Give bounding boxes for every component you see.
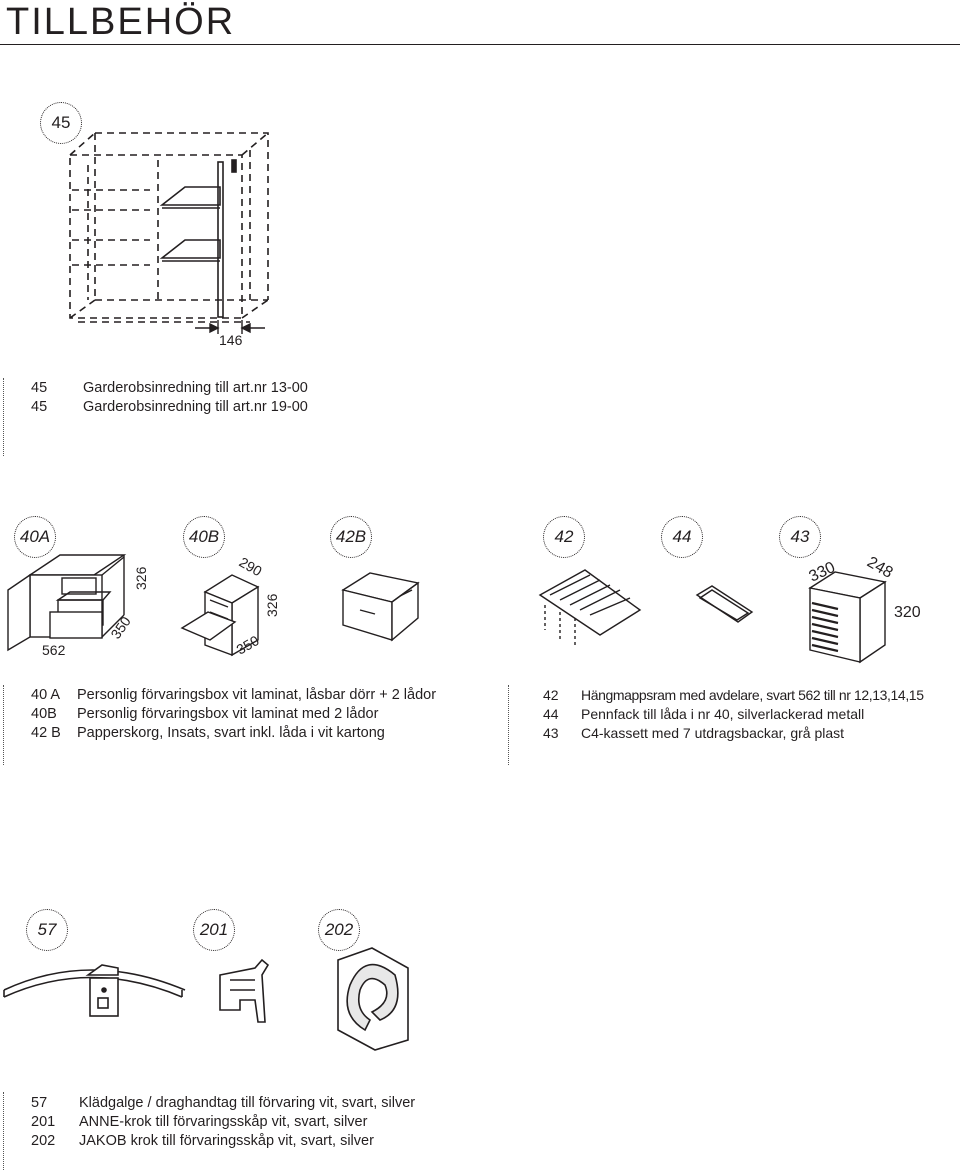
item-text: Pennfack till låda i nr 40, silverlacker… (581, 706, 865, 722)
dim-b-height: 326 (264, 593, 280, 617)
item-text: JAKOB krok till förvaringsskåp vit, svar… (79, 1133, 374, 1149)
item-code: 202 (31, 1133, 56, 1149)
item-text: C4-kassett med 7 utdragsbackar, grå plas… (581, 725, 845, 741)
item-code: 43 (543, 725, 559, 741)
badge-44: 44 (661, 516, 703, 558)
section3-divider (3, 1092, 4, 1170)
section2-right-description: 42 Hängmappsram med avdelare, svart 562 … (543, 686, 924, 743)
page-title: TILLBEHÖR (6, 1, 236, 43)
section2-left-divider (3, 685, 4, 765)
description-row: 42 B Papperskorg, Insats, svart inkl. lå… (31, 724, 436, 743)
item-text: Garderobsinredning till art.nr 13-00 (83, 380, 308, 396)
description-row: 201 ANNE-krok till förvaringsskåp vit, s… (31, 1113, 415, 1132)
item-text: Hängmappsram med avdelare, svart 562 til… (581, 687, 924, 703)
description-row: 57 Klädgalge / draghandtag till förvarin… (31, 1094, 415, 1113)
item-code: 42 (543, 687, 559, 703)
item-text: Personlig förvaringsbox vit laminat, lås… (77, 687, 437, 703)
badge-42b: 42B (330, 516, 372, 558)
item-text: Personlig förvaringsbox vit laminat med … (77, 706, 379, 722)
section2-right-divider (508, 685, 509, 765)
section3-description: 57 Klädgalge / draghandtag till förvarin… (31, 1094, 415, 1151)
dim-c-height: 320 (894, 604, 921, 621)
hook-drawings-row (3, 947, 409, 1051)
description-row: 40B Personlig förvaringsbox vit laminat … (31, 705, 436, 724)
description-row: 44 Pennfack till låda i nr 40, silverlac… (543, 705, 924, 724)
description-row: 40 A Personlig förvaringsbox vit laminat… (31, 686, 436, 705)
item-code: 44 (543, 706, 559, 722)
badge-40a: 40A (14, 516, 56, 558)
item-code: 42 B (31, 725, 61, 741)
badge-202: 202 (318, 909, 360, 951)
section1-divider (3, 378, 4, 456)
item-code: 40B (31, 706, 57, 722)
description-row: 45 Garderobsinredning till art.nr 13-00 (31, 379, 308, 398)
title-divider (0, 44, 960, 45)
item-code: 45 (31, 399, 48, 415)
description-row: 45 Garderobsinredning till art.nr 19-00 (31, 398, 308, 417)
badge-201: 201 (193, 909, 235, 951)
description-row: 202 JAKOB krok till förvaringsskåp vit, … (31, 1132, 415, 1151)
section1-description: 45 Garderobsinredning till art.nr 13-00 … (31, 379, 308, 417)
dim-a-height: 326 (133, 566, 149, 590)
item-text: Papperskorg, Insats, svart inkl. låda i … (77, 725, 385, 741)
badge-42: 42 (543, 516, 585, 558)
item-code: 45 (31, 380, 48, 396)
item-code: 40 A (31, 687, 61, 703)
badge-40b: 40B (183, 516, 225, 558)
section2-left-description: 40 A Personlig förvaringsbox vit laminat… (31, 686, 436, 743)
item-text: Garderobsinredning till art.nr 19-00 (83, 399, 308, 415)
item-code: 201 (31, 1114, 56, 1130)
badge-45: 45 (40, 102, 82, 144)
dimension-146: 146 (219, 332, 243, 348)
product-drawings-row: 562 350 326 290 350 326 (7, 554, 921, 664)
badge-43: 43 (779, 516, 821, 558)
badge-57: 57 (26, 909, 68, 951)
description-row: 42 Hängmappsram med avdelare, svart 562 … (543, 686, 924, 705)
item-text: Klädgalge / draghandtag till förvaring v… (79, 1095, 416, 1111)
dim-a-width: 562 (42, 642, 66, 658)
item-text: ANNE-krok till förvaringsskåp vit, svart… (79, 1114, 368, 1130)
wardrobe-insert-drawing (69, 132, 269, 334)
item-code: 57 (31, 1095, 48, 1111)
description-row: 43 C4-kassett med 7 utdragsbackar, grå p… (543, 724, 924, 743)
